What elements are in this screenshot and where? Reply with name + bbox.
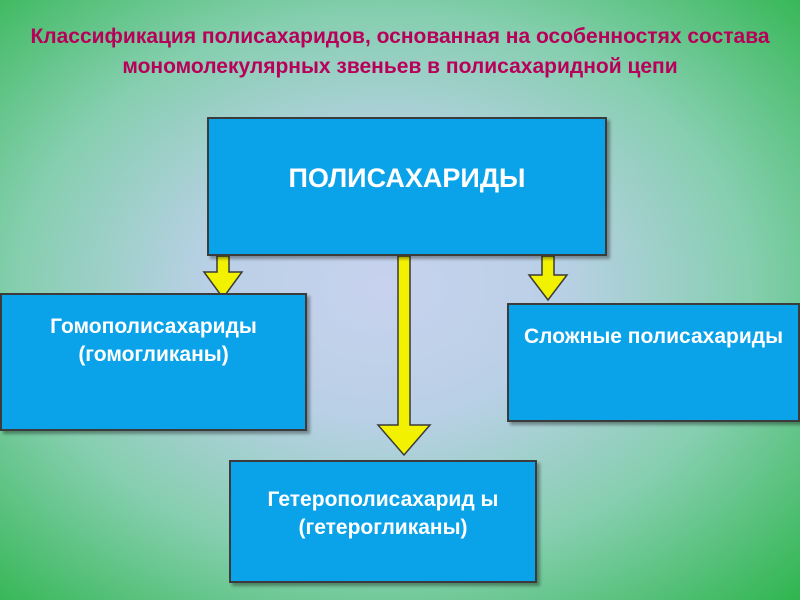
node-hetero-label: Гетерополисахарид ы (гетерогликаны)	[267, 488, 499, 539]
diagram-title: Классификация полисахаридов, основанная …	[30, 25, 770, 78]
node-heteropolysaccharides: Гетерополисахарид ы (гетерогликаны)	[229, 460, 537, 583]
arrow-to-homo	[202, 255, 244, 300]
arrow-to-hetero	[376, 255, 432, 457]
node-complex-polysaccharides: Сложные полисахариды	[507, 303, 800, 422]
root-node-polysaccharides: ПОЛИСАХАРИДЫ	[207, 117, 607, 256]
node-homopolysaccharides: Гомополисахариды (гомогликаны)	[0, 293, 307, 431]
root-node-label: ПОЛИСАХАРИДЫ	[288, 163, 526, 193]
node-homo-label: Гомополисахариды (гомогликаны)	[50, 315, 257, 366]
node-complex-label: Сложные полисахариды	[523, 325, 783, 348]
arrow-to-complex	[527, 255, 569, 302]
